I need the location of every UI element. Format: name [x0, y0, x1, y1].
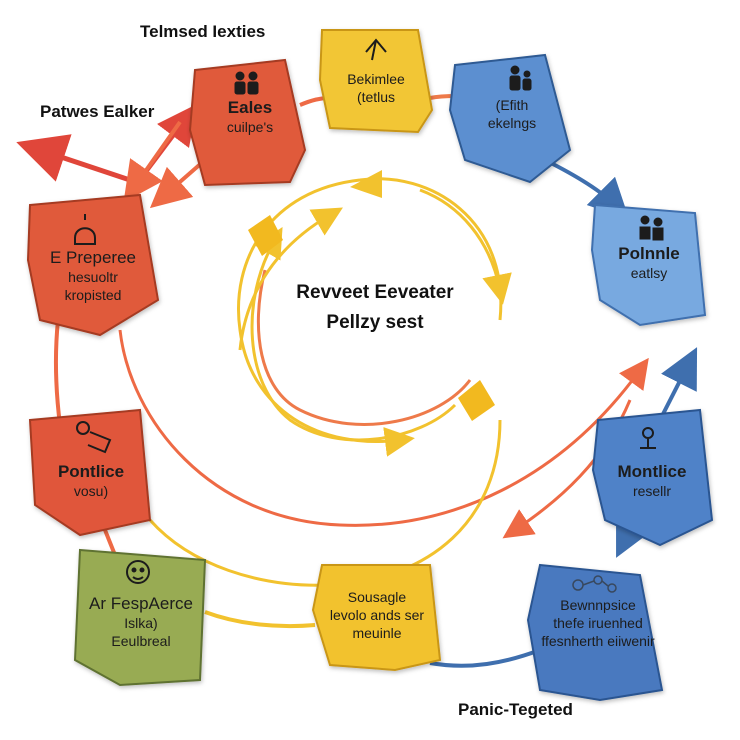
node-preperee-shape [26, 193, 160, 337]
node-bekimlee-shape [318, 29, 434, 134]
connector-polnnle-montlice [658, 347, 698, 421]
outer-connectors [16, 94, 698, 668]
person-icon [640, 427, 656, 449]
flag-yellow-left [248, 215, 283, 256]
node-icons [74, 38, 664, 593]
arrow-up-icon [365, 38, 387, 61]
inner-loops [118, 177, 649, 587]
node-arfesp-shape [73, 548, 207, 687]
node-bewnnpsice-shape [526, 563, 664, 702]
center-line-2: Pellzy sest [326, 312, 424, 333]
node-eales-shape [188, 58, 307, 187]
family-icon [509, 65, 532, 91]
group-icon [639, 215, 664, 241]
loop-orange-inner [256, 269, 472, 426]
flag-yellow-right [458, 380, 495, 421]
arrow-out-left [16, 134, 131, 183]
node-sousagle-shape [311, 564, 442, 672]
connector-pontlice-preperee [53, 319, 62, 426]
face-icon [126, 560, 150, 584]
people-icon [234, 71, 259, 95]
connector-bewn-sousagle [429, 648, 541, 668]
node-montlice-right-shape [591, 408, 714, 547]
left-title: Patwes Ealker [40, 102, 155, 121]
loop-yellow-top [419, 188, 512, 305]
network-icon [572, 575, 617, 593]
bottom-title: Panic-Tegeted [458, 700, 573, 719]
node-pontlice-shape [28, 408, 152, 537]
hands-icon [76, 421, 112, 454]
bell-icon [74, 214, 96, 245]
flag-yellow-top [350, 170, 382, 198]
center-line-1: Revveet Eeveater [296, 282, 454, 303]
connector-preperee-inner [149, 158, 207, 209]
connector-sousagle-arfesp [204, 610, 316, 629]
node-polnnle-shape [590, 203, 707, 327]
connector-efith-polnnle [544, 158, 630, 220]
center-label: Revveet Eeveater Pellzy sest [255, 278, 495, 338]
top-title: Telmsed Iexties [140, 22, 266, 41]
loop-orange-outer [118, 329, 649, 527]
node-shapes [26, 29, 714, 702]
flag-markers [248, 170, 495, 421]
connector-eales-left [123, 120, 182, 203]
node-efith-shape [448, 53, 572, 184]
loop-yellow-arc2 [238, 207, 343, 351]
